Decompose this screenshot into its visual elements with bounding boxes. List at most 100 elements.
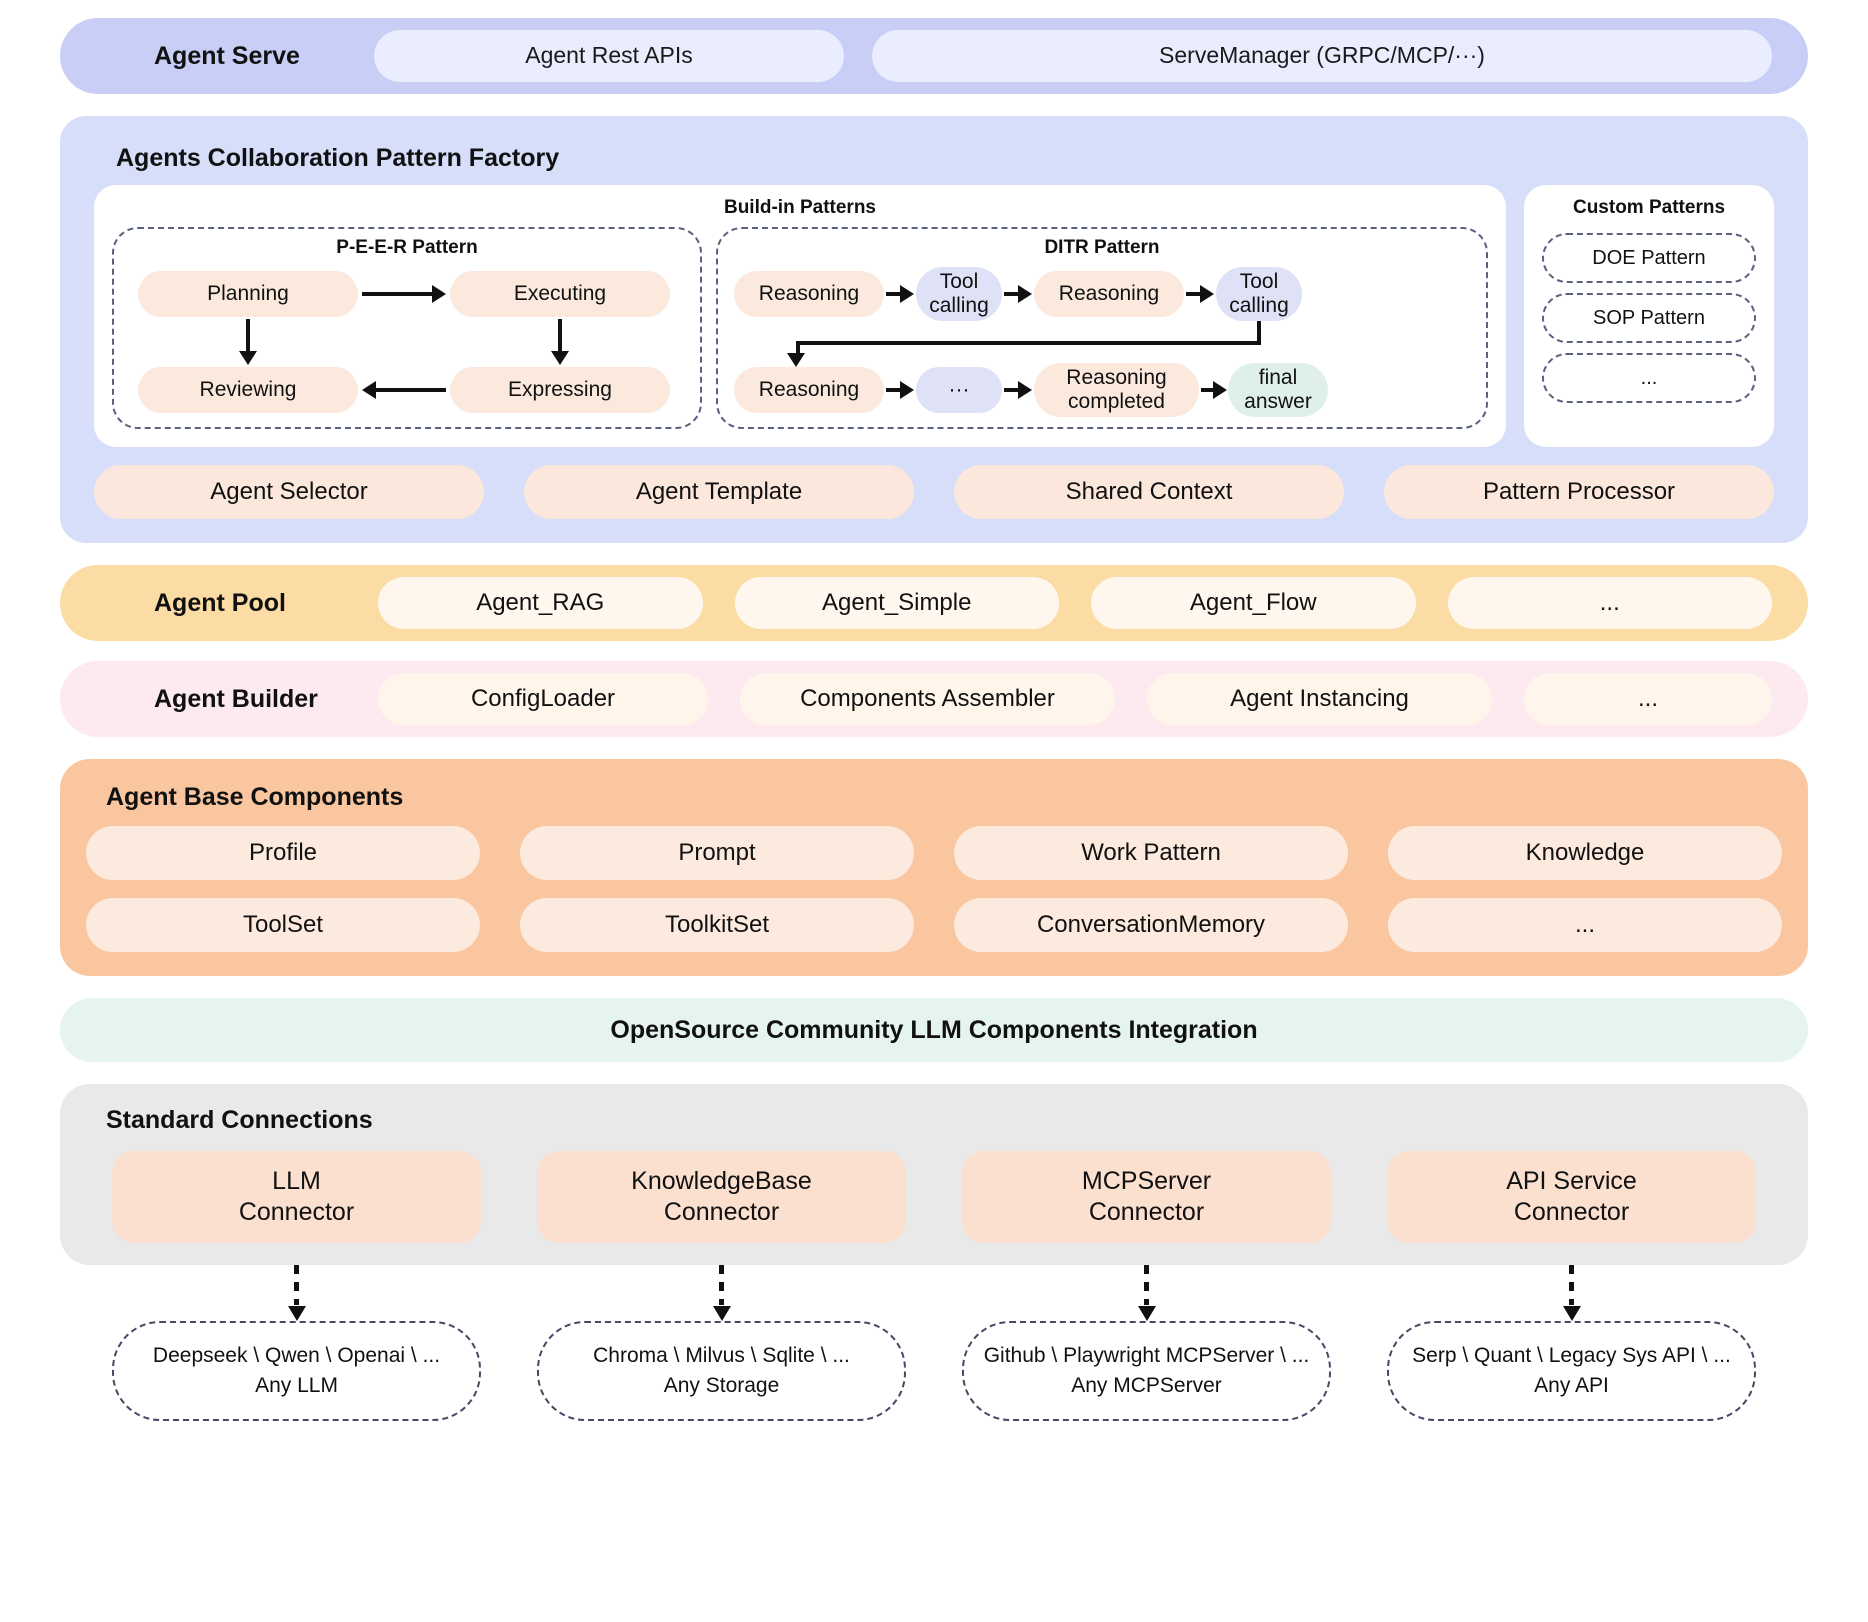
connector-kb-line1: KnowledgeBase — [631, 1166, 812, 1195]
base-component-knowledge[interactable]: Knowledge — [1388, 826, 1782, 880]
agent-builder-title: Agent Builder — [154, 684, 318, 713]
agent-builder-item-components-assembler[interactable]: Components Assembler — [740, 673, 1115, 725]
agent-pool-item-rag[interactable]: Agent_RAG — [378, 577, 703, 629]
custom-patterns-panel: Custom Patterns DOE Pattern SOP Pattern … — [1524, 185, 1774, 447]
ditr-node-tool-calling-2[interactable]: Tool calling — [1216, 267, 1302, 321]
custom-pattern-more[interactable]: ... — [1542, 353, 1756, 403]
provider-mcp-line2: Any MCPServer — [1071, 1374, 1222, 1397]
layer-agent-builder: Agent Builder ConfigLoader Components As… — [60, 661, 1808, 737]
agent-rest-apis-box[interactable]: Agent Rest APIs — [374, 30, 844, 82]
provider-col-llm: Deepseek \ Qwen \ Openai \ ... Any LLM — [112, 1265, 481, 1421]
shared-context-box[interactable]: Shared Context — [954, 465, 1344, 519]
provider-mcp-line1: Github \ Playwright MCPServer \ ... — [983, 1343, 1310, 1367]
custom-pattern-sop[interactable]: SOP Pattern — [1542, 293, 1756, 343]
provider-box-storage[interactable]: Chroma \ Milvus \ Sqlite \ ... Any Stora… — [537, 1321, 906, 1421]
custom-pattern-doe[interactable]: DOE Pattern — [1542, 233, 1756, 283]
buildin-patterns-title: Build-in Patterns — [723, 197, 876, 218]
ditr-arrow-5 — [1004, 381, 1032, 399]
base-component-conversation-memory[interactable]: ConversationMemory — [954, 898, 1348, 952]
agent-builder-item-agent-instancing[interactable]: Agent Instancing — [1147, 673, 1492, 725]
peer-graph: Planning Executing Reviewing Expressing — [130, 271, 684, 413]
architecture-diagram: Agent Serve Agent Rest APIs ServeManager… — [0, 18, 1868, 1622]
ditr-reasoning-completed-line1: Reasoning — [1066, 365, 1167, 389]
agent-pool-item-simple[interactable]: Agent_Simple — [734, 577, 1059, 629]
peer-node-reviewing[interactable]: Reviewing — [138, 367, 358, 413]
connector-api-line2: Connector — [1513, 1198, 1630, 1226]
buildin-patterns-panel: Build-in Patterns P-E-E-R Pattern Planni… — [94, 185, 1506, 447]
agent-serve-title: Agent Serve — [154, 41, 300, 70]
peer-arrow-reviewing-to-planning — [239, 319, 257, 365]
ditr-arrow-1 — [886, 285, 914, 303]
ditr-final-answer-line1: final — [1258, 365, 1298, 389]
ditr-node-reasoning-3[interactable]: Reasoning — [734, 367, 884, 413]
peer-pattern-title: P-E-E-R Pattern — [336, 237, 478, 258]
connector-card-api-service[interactable]: API Service Connector — [1387, 1151, 1756, 1243]
dashed-arrow-mcpserver-icon — [1137, 1265, 1156, 1321]
agent-selector-box[interactable]: Agent Selector — [94, 465, 484, 519]
base-component-toolset[interactable]: ToolSet — [86, 898, 480, 952]
peer-arrow-expressing-to-reviewing — [362, 381, 446, 399]
base-component-prompt[interactable]: Prompt — [520, 826, 914, 880]
connector-kb-line2: Connector — [663, 1198, 780, 1226]
agent-builder-item-more[interactable]: ... — [1524, 673, 1772, 725]
peer-pattern-box: P-E-E-R Pattern Planning Executing Revie… — [112, 227, 702, 429]
agent-pool-item-more[interactable]: ... — [1447, 577, 1772, 629]
base-component-more[interactable]: ... — [1388, 898, 1782, 952]
peer-node-planning[interactable]: Planning — [138, 271, 358, 317]
agent-builder-item-configloader[interactable]: ConfigLoader — [378, 673, 708, 725]
provider-col-api: Serp \ Quant \ Legacy Sys API \ ... Any … — [1387, 1265, 1756, 1421]
ditr-node-tool-calling-1[interactable]: Tool calling — [916, 267, 1002, 321]
pattern-factory-title: Agents Collaboration Pattern Factory — [116, 144, 560, 172]
dashed-arrow-storage-icon — [712, 1265, 731, 1321]
agent-template-box[interactable]: Agent Template — [524, 465, 914, 519]
peer-node-expressing[interactable]: Expressing — [450, 367, 670, 413]
ditr-reasoning-completed-line2: completed — [1068, 390, 1165, 413]
ditr-tool-calling-2-line1: Tool — [1239, 269, 1279, 293]
layer-pattern-factory: Agents Collaboration Pattern Factory Bui… — [60, 116, 1808, 543]
factory-services-row: Agent Selector Agent Template Shared Con… — [94, 465, 1774, 519]
ditr-arrow-6 — [1201, 381, 1227, 399]
layer-agent-pool: Agent Pool Agent_RAG Agent_Simple Agent_… — [60, 565, 1808, 641]
connector-mcp-line1: MCPServer — [1081, 1166, 1212, 1195]
agent-pool-title: Agent Pool — [154, 588, 286, 617]
dashed-arrow-api-icon — [1562, 1265, 1581, 1321]
base-component-profile[interactable]: Profile — [86, 826, 480, 880]
connector-card-mcpserver[interactable]: MCPServer Connector — [962, 1151, 1331, 1243]
base-component-work-pattern[interactable]: Work Pattern — [954, 826, 1348, 880]
provider-col-storage: Chroma \ Milvus \ Sqlite \ ... Any Stora… — [537, 1265, 906, 1421]
ditr-feedback-loop — [734, 271, 1470, 413]
provider-storage-line1: Chroma \ Milvus \ Sqlite \ ... — [593, 1343, 850, 1367]
ditr-pattern-title: DITR Pattern — [1044, 237, 1160, 258]
peer-node-executing[interactable]: Executing — [450, 271, 670, 317]
provider-llm-line1: Deepseek \ Qwen \ Openai \ ... — [152, 1343, 441, 1367]
provider-leaves-row: Deepseek \ Qwen \ Openai \ ... Any LLM C… — [60, 1265, 1808, 1421]
connector-cards-row: LLM Connector KnowledgeBase Connector MC… — [86, 1151, 1782, 1243]
standard-connections-title: Standard Connections — [106, 1106, 373, 1134]
agent-base-components-title: Agent Base Components — [106, 783, 404, 811]
ditr-node-final-answer[interactable]: final answer — [1228, 363, 1328, 417]
ditr-node-reasoning-1[interactable]: Reasoning — [734, 271, 884, 317]
connector-api-line1: API Service — [1506, 1166, 1637, 1195]
connector-card-llm[interactable]: LLM Connector — [112, 1151, 481, 1243]
provider-box-api[interactable]: Serp \ Quant \ Legacy Sys API \ ... Any … — [1387, 1321, 1756, 1421]
connector-card-knowledgebase[interactable]: KnowledgeBase Connector — [537, 1151, 906, 1243]
custom-patterns-title: Custom Patterns — [1572, 197, 1726, 218]
peer-arrow-planning-to-executing — [362, 285, 446, 303]
connector-mcp-line2: Connector — [1088, 1198, 1205, 1226]
provider-box-llm[interactable]: Deepseek \ Qwen \ Openai \ ... Any LLM — [112, 1321, 481, 1421]
serve-manager-box[interactable]: ServeManager (GRPC/MCP/···) — [872, 30, 1772, 82]
base-components-row-1: Profile Prompt Work Pattern Knowledge — [86, 826, 1782, 880]
ditr-node-reasoning-completed[interactable]: Reasoning completed — [1034, 363, 1199, 417]
provider-col-mcpserver: Github \ Playwright MCPServer \ ... Any … — [962, 1265, 1331, 1421]
ditr-node-reasoning-2[interactable]: Reasoning — [1034, 271, 1184, 317]
provider-box-mcpserver[interactable]: Github \ Playwright MCPServer \ ... Any … — [962, 1321, 1331, 1421]
ditr-tool-calling-2-line2: calling — [1229, 294, 1289, 317]
ditr-tool-calling-line2: calling — [929, 294, 989, 317]
base-components-row-2: ToolSet ToolkitSet ConversationMemory ..… — [86, 898, 1782, 952]
agent-pool-item-flow[interactable]: Agent_Flow — [1091, 577, 1416, 629]
ditr-node-ellipsis[interactable]: ··· — [916, 367, 1002, 413]
peer-arrow-executing-to-expressing — [551, 319, 569, 365]
ditr-arrow-4 — [886, 381, 914, 399]
base-component-toolkitset[interactable]: ToolkitSet — [520, 898, 914, 952]
pattern-processor-box[interactable]: Pattern Processor — [1384, 465, 1774, 519]
